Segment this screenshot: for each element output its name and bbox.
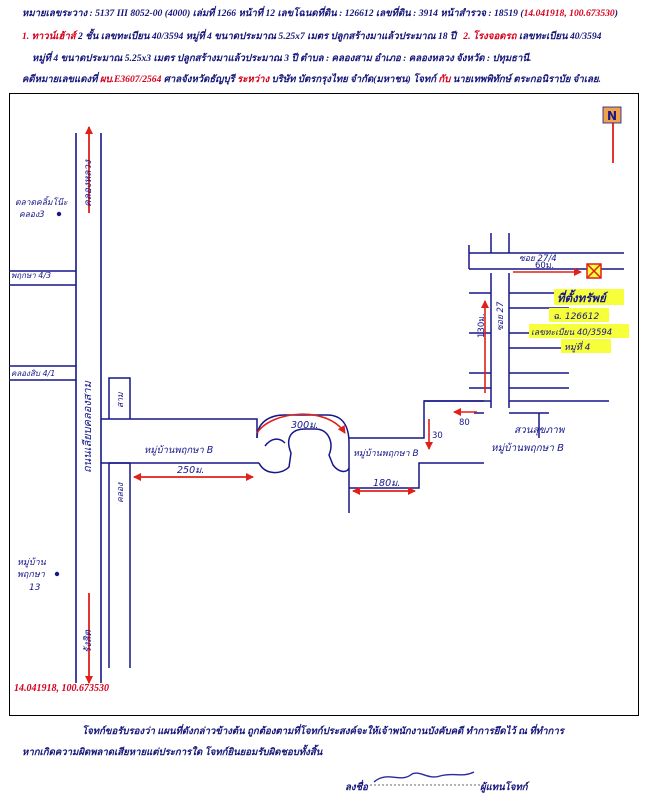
dist-300-arrow <box>256 413 346 434</box>
footer-line-2: หากเกิดความผิดพลาดเสียหายแต่ประการใด โจท… <box>22 747 323 758</box>
property-label-group: ที่ตั้งทรัพย์ ฉ. 126612 เลขทะเบียน 40/35… <box>529 289 629 353</box>
village-dot <box>54 571 60 577</box>
header-line-3: หมู่ที่ 4 ขนาดประมาณ 5.25x3 เมตร ปลูกสร้… <box>32 53 532 64</box>
map-frame <box>9 93 639 716</box>
header-survey-text: หมายเลขระวาง : 5137 III 8052-00 (4000) เ… <box>22 8 524 19</box>
distance-60m: 60ม. <box>535 261 554 271</box>
property-title: ที่ตั้งทรัพย์ <box>557 289 609 305</box>
item-2-label: 2. โรงจอดรถ <box>463 31 517 42</box>
canal-label-upper: สาม <box>116 392 126 408</box>
header-coordinates: 14.041918, 100.673530 <box>523 8 615 19</box>
distance-250m: 250ม. <box>177 465 204 476</box>
main-road-bottom-label: รังสิต <box>82 630 94 653</box>
soi-27-4-label: ซอย 27/4 <box>519 254 557 264</box>
north-arrow: N <box>602 106 622 163</box>
left-village-label-3: 13 <box>29 583 41 593</box>
park-label: สวนสุขภาพ <box>514 425 566 436</box>
distance-300m: 300ม. <box>291 420 318 431</box>
left-village-label-1: หมู่บ้าน <box>17 557 47 568</box>
canal-label-lower: คลอง <box>116 482 126 503</box>
main-road-top-label: คลองหลวง <box>83 159 94 207</box>
defendant: นายเทพพิทักษ์ ตระกอนิราบัย จำเลย. <box>450 74 601 85</box>
distance-130m: 130ม. <box>477 313 487 338</box>
between-word: ระหว่าง <box>237 74 270 85</box>
sign-label: ลงชื่อ <box>345 782 368 793</box>
property-moo: หมู่ที่ 4 <box>564 340 591 353</box>
plaintiff: บริษัท บัตรกรุงไทย จำกัด(มหาชน) โจทก์ <box>269 74 439 85</box>
item-1-description: 2 ชั้น เลขทะเบียน 40/3594 หมู่ที่ 4 ขนาด… <box>75 31 457 42</box>
property-registration: เลขทะเบียน 40/3594 <box>531 327 612 338</box>
header-line-1: หมายเลขระวาง : 5137 III 8052-00 (4000) เ… <box>22 7 652 20</box>
village-road <box>101 400 484 513</box>
header-line-2: 1. ทาวน์เฮ้าส์ 2 ชั้น เลขทะเบียน 40/3594… <box>22 30 652 43</box>
village-road-right-label: หมู่บ้านพฤกษา B <box>353 448 419 459</box>
footer-line-1: โจทก์ขอรับรองว่า แผนที่ดังกล่าวข้างต้น ถ… <box>82 726 564 737</box>
village-b-label: หมู่บ้านพฤกษา B <box>491 442 564 454</box>
village-road-left-label: หมู่บ้านพฤกษา B <box>144 445 213 456</box>
item-2-description: เลขทะเบียน 40/3594 <box>516 31 602 42</box>
soi-27-label: ซอย 27 <box>496 301 506 331</box>
main-road <box>75 133 102 683</box>
bottom-coordinates: 14.041918, 100.673530 <box>14 683 109 694</box>
left-label-soi-4-3: พฤกษา 4/3 <box>11 271 51 280</box>
case-prefix: คดีหมายเลขแดงที่ <box>22 74 100 85</box>
distance-80m: 80 <box>459 418 470 428</box>
signature <box>370 771 480 786</box>
with-word: กับ <box>438 74 451 85</box>
property-deed: ฉ. 126612 <box>553 312 599 322</box>
left-village-label-2: พฤกษา <box>17 570 46 580</box>
north-label: N <box>607 109 617 123</box>
header-line-4: คดีหมายเลขแดงที่ ผบ.E3607/2564 ศาลจังหวั… <box>22 73 652 86</box>
item-1-label: 1. ทาวน์เฮ้าส์ <box>22 31 76 42</box>
case-number: ผบ.E3607/2564 <box>99 74 162 85</box>
property-marker <box>586 263 602 279</box>
left-label-market: ตลาดคลิ้มโน๊ะ <box>15 196 68 208</box>
header-close-paren: ) <box>614 8 618 19</box>
distance-30m: 30 <box>432 431 443 441</box>
left-streets <box>9 270 76 381</box>
distance-180m: 180ม. <box>373 478 400 489</box>
main-road-label: ถนนเลียบคลองสาม <box>81 380 94 473</box>
left-label-canal3: คลอง3 <box>19 210 45 220</box>
court-name: ศาลจังหวัดธัญบุรี <box>161 74 238 85</box>
location-map: N ถนนเลียบคลองสาม คลองหลวง รังสิต ตลาดคล… <box>9 106 629 684</box>
sign-suffix: ผู้แทนโจทก์ <box>480 782 528 793</box>
left-label-soi-4-1: คลองสิบ 4/1 <box>11 369 55 378</box>
market-dot <box>56 211 62 217</box>
canal <box>108 377 131 668</box>
